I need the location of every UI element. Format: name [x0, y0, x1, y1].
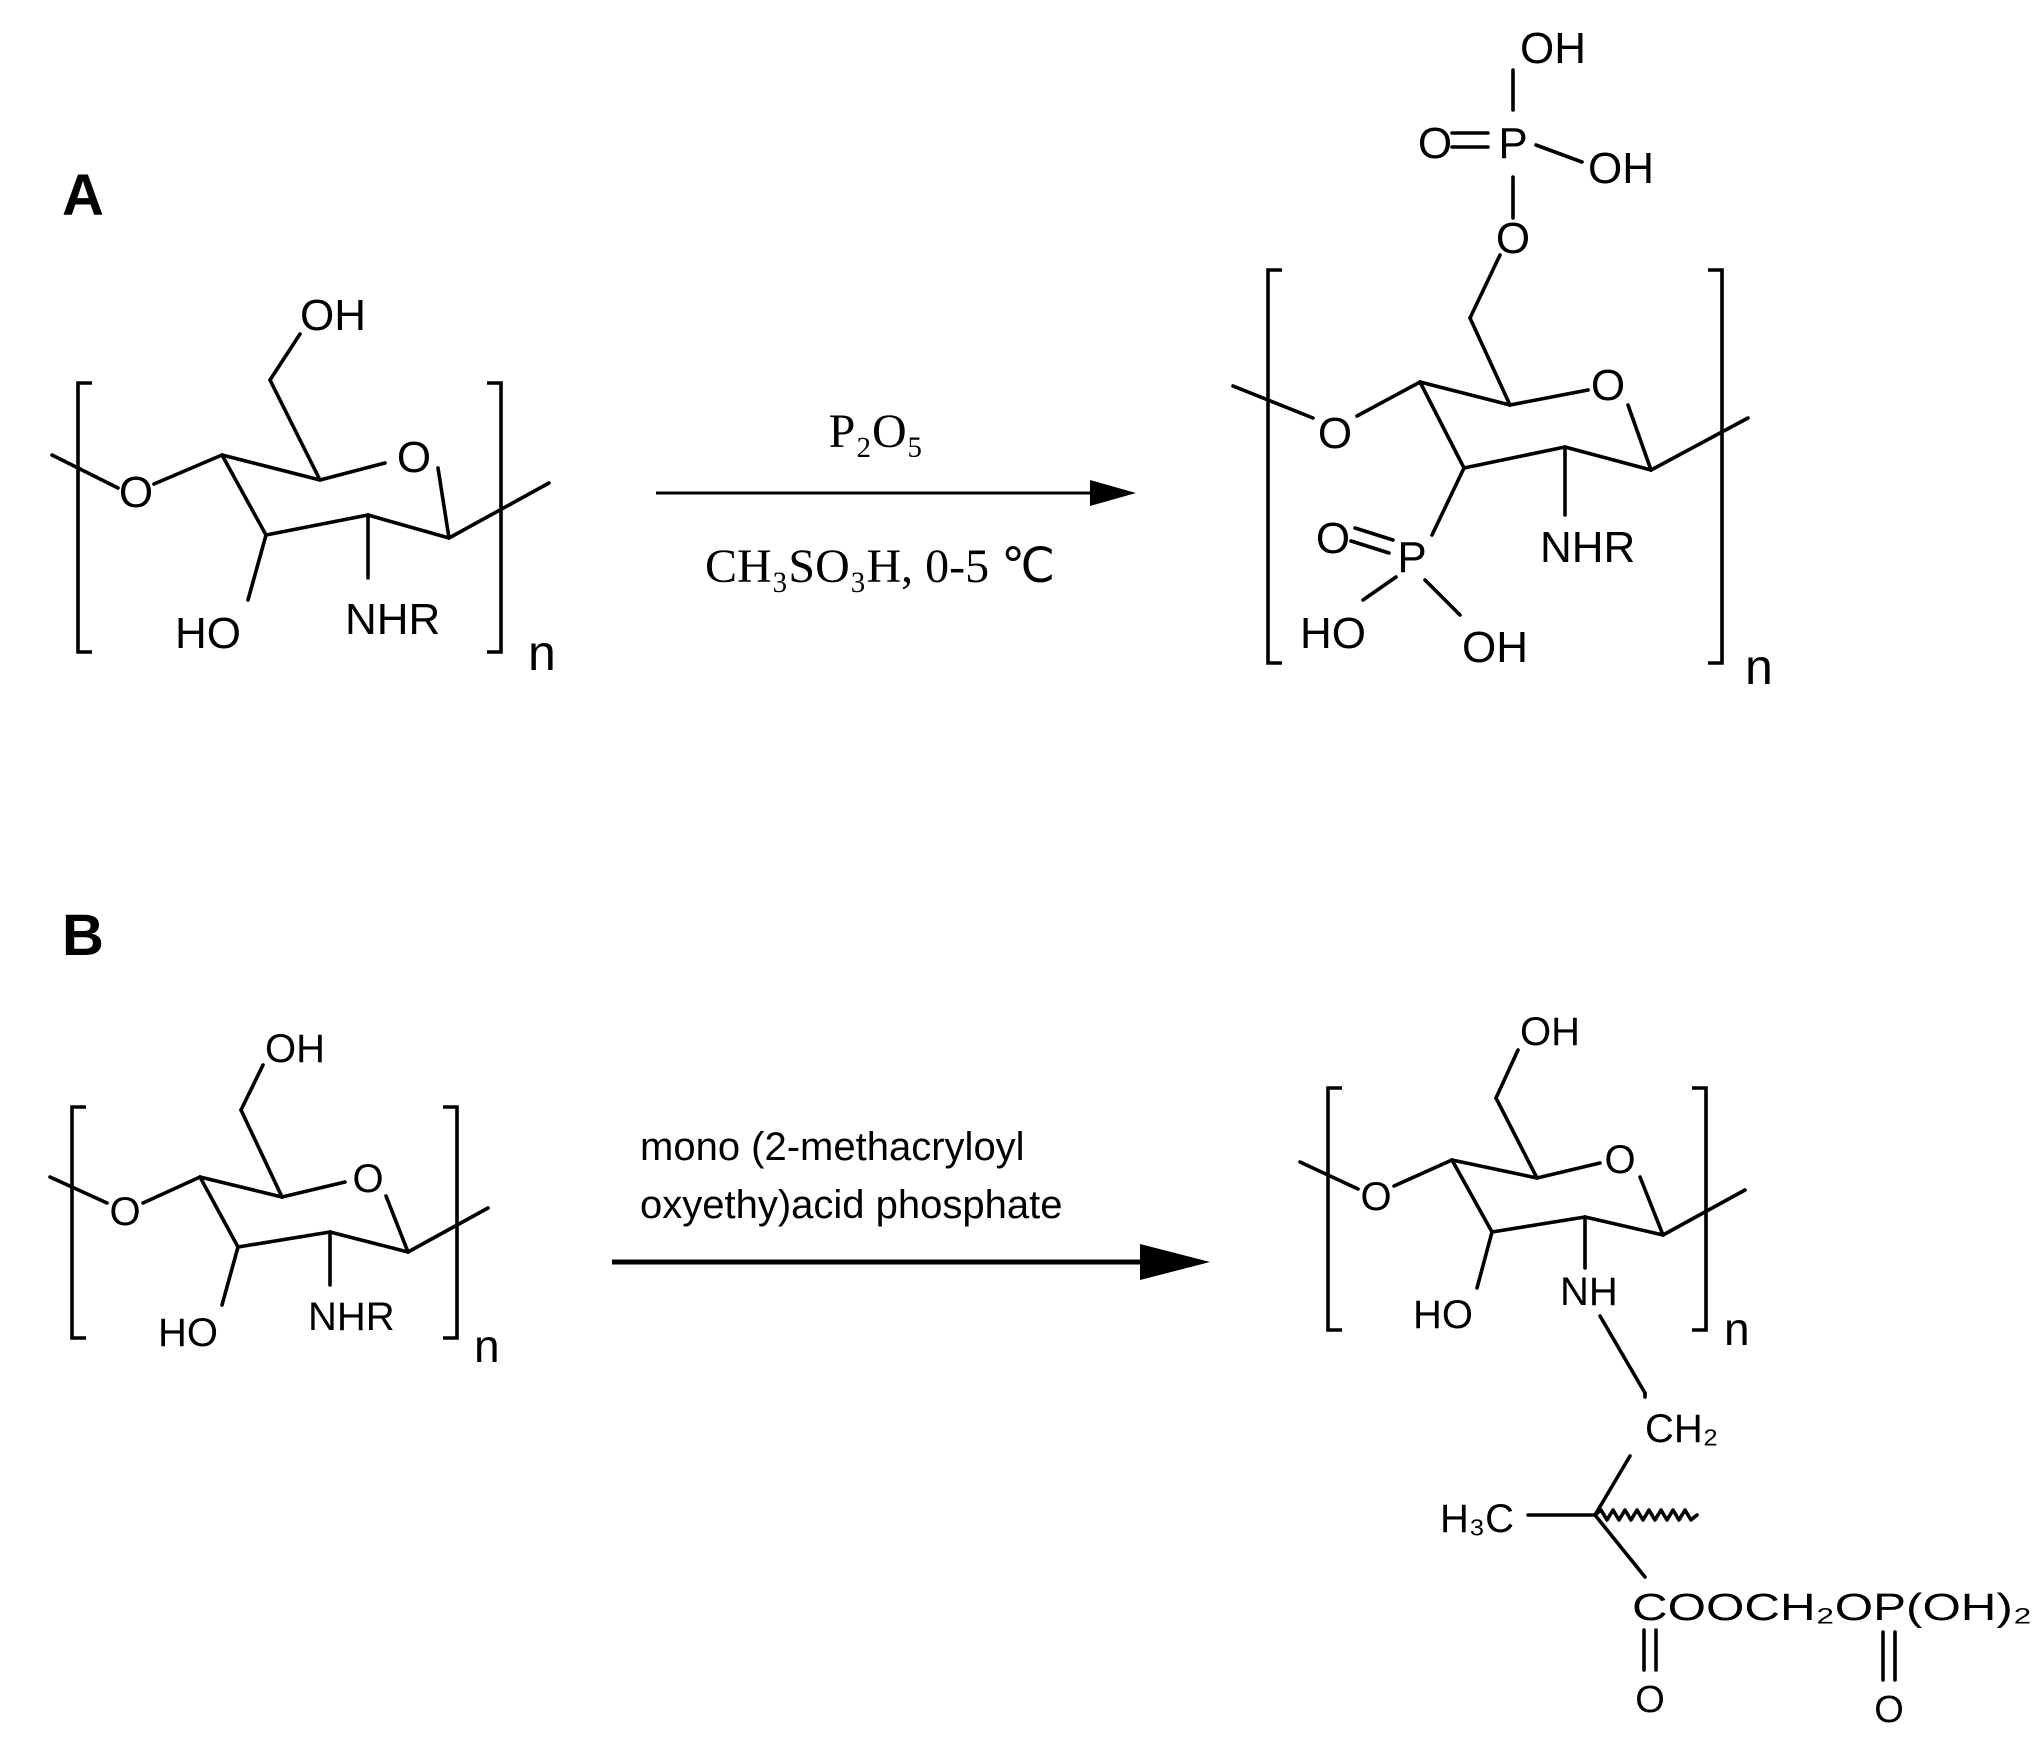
panel-b-label: B [62, 903, 104, 968]
atom-p: P [1397, 533, 1426, 582]
repeat-subscript-n: n [1745, 639, 1773, 695]
atom-ho: HO [175, 609, 241, 658]
reagent-b-line1: mono (2-methacryloyl [640, 1125, 1025, 1169]
atom-nhr: NHR [345, 595, 440, 644]
atom-nhr: NHR [1540, 523, 1635, 572]
panel-b-product: O OH O HO NH n CH₂ H₃C COOCH₂OP(OH)₂ O O [1298, 1010, 2032, 1731]
panel-a-label: A [62, 163, 104, 228]
atom-ch2: CH₂ [1645, 1407, 1718, 1451]
ring-oxygen: O [397, 433, 431, 482]
panel-b-arrow [612, 1244, 1210, 1280]
atom-h3c: H₃C [1440, 1497, 1514, 1541]
reagent-a-bottom: CH₃SO₃H, 0-5 ℃ [705, 540, 1055, 593]
wavy-bond [1593, 1508, 1699, 1522]
left-bracket [70, 1105, 86, 1340]
ring-oxygen: O [1591, 361, 1625, 410]
ring-oxygen: O [1604, 1138, 1635, 1182]
panel-a-reactant: O OH O HO NHR n [50, 291, 556, 681]
left-bracket [1266, 268, 1282, 665]
repeat-subscript-n: n [528, 625, 556, 681]
ring-oxygen: O [352, 1157, 383, 1201]
atom-o: O [1316, 514, 1350, 563]
reagent-a-top: P₂O₅ [829, 405, 924, 458]
left-bracket [76, 381, 92, 654]
atom-ho: HO [1413, 1293, 1473, 1337]
atom-o: O [1318, 409, 1352, 458]
atom-o: O [119, 468, 153, 517]
atom-oh: OH [300, 291, 366, 340]
atom-o: O [1496, 214, 1530, 263]
atom-oh: OH [1520, 1010, 1580, 1054]
panel-a-arrow [656, 480, 1136, 506]
atom-o: O [1874, 1689, 1904, 1731]
atom-o: O [1635, 1679, 1665, 1721]
left-bracket [1326, 1086, 1342, 1332]
right-bracket [1692, 1086, 1708, 1332]
right-bracket [443, 1105, 459, 1340]
atom-oh: OH [1588, 144, 1654, 193]
atom-o: O [109, 1190, 140, 1234]
atom-ho: HO [1300, 609, 1366, 658]
atom-o: O [1418, 119, 1452, 168]
right-bracket [1708, 268, 1724, 665]
atom-o: O [1360, 1175, 1391, 1219]
repeat-subscript-n: n [1724, 1303, 1750, 1355]
atom-p: P [1498, 119, 1527, 168]
panel-b-reactant: O OH O HO NHR n [48, 1027, 500, 1372]
repeat-subscript-n: n [474, 1320, 500, 1372]
atom-nh: NH [1560, 1270, 1618, 1314]
panel-a-product: OH O P OH O O O NHR O P HO OH n [1231, 24, 1773, 695]
reagent-b-line2: oxyethy)acid phosphate [640, 1183, 1063, 1227]
right-bracket [487, 381, 503, 654]
atom-oh: OH [1462, 623, 1528, 672]
atom-oh: OH [265, 1027, 325, 1071]
atom-oh: OH [1520, 24, 1586, 73]
atom-nhr: NHR [308, 1295, 395, 1339]
atom-ho: HO [158, 1311, 218, 1355]
atom-ester-chain: COOCH₂OP(OH)₂ [1632, 1587, 2032, 1629]
